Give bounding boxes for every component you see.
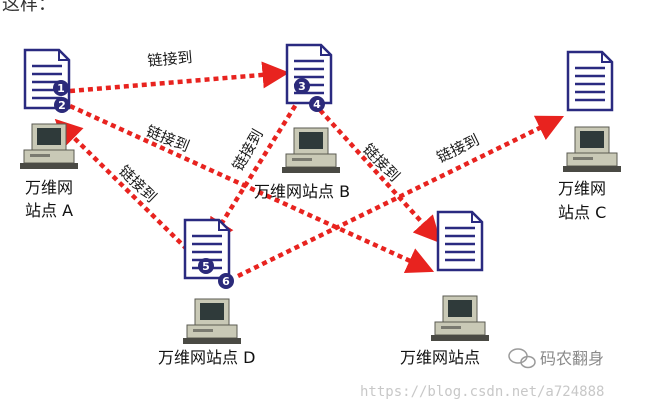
badge-1: 1 [53,80,69,96]
svg-text:5: 5 [202,260,210,273]
svg-text:3: 3 [298,80,306,93]
link-label-a-e: 链接到 [144,122,192,156]
arrow-a-to-e [69,103,435,273]
badge-3: 3 [294,78,310,94]
site-b-label: 万维网站点 B [254,182,350,201]
arrow-b-to-d [207,96,302,246]
arrow-d-to-a [54,118,202,264]
site-a-label-line1: 万维网 [25,178,73,197]
watermark-url: https://blog.csdn.net/a724888 [360,384,604,400]
page-title: 这样： [2,0,56,15]
site-a: 万维网 站点 A [19,48,79,220]
site-d-label: 万维网站点 D [158,348,255,367]
badge-4: 4 [309,96,325,112]
badge-2: 2 [54,97,70,113]
site-d-computer [182,298,242,345]
site-a-label-line2: 站点 A [25,201,73,220]
badge-6: 6 [218,273,234,289]
site-b-document [285,43,333,105]
site-e-label: 万维网站点 [400,348,480,367]
svg-text:6: 6 [222,275,230,288]
svg-text:4: 4 [313,98,321,111]
arrow-b-to-e [318,108,442,244]
svg-text:2: 2 [58,99,66,112]
site-a-computer [19,123,79,170]
site-e-document [436,210,484,272]
svg-text:1: 1 [57,82,65,95]
link-label-a-b: 链接到 [147,48,193,70]
site-c-label-line1: 万维网 [558,179,606,198]
site-c-computer [562,126,622,173]
watermark: 码农翻身 https://blog.csdn.net/a724888 [360,348,604,400]
site-e: 万维网站点 [400,210,490,367]
wechat-icon [508,348,536,369]
site-d: 万维网站点 D [158,218,255,367]
site-c-label-line2: 站点 C [558,203,606,222]
link-label-b-d: 链接到 [229,126,267,174]
site-b-computer [281,127,341,174]
link-arrows [54,61,565,279]
watermark-brand: 码农翻身 [540,349,604,368]
arrow-a-to-b [69,61,290,94]
badge-5: 5 [198,258,214,274]
site-c-document [566,50,614,112]
site-e-computer [430,295,490,342]
site-c: 万维网 站点 C [558,50,622,222]
site-b: 万维网站点 B [254,43,350,201]
arrow-d-to-c [237,115,565,279]
